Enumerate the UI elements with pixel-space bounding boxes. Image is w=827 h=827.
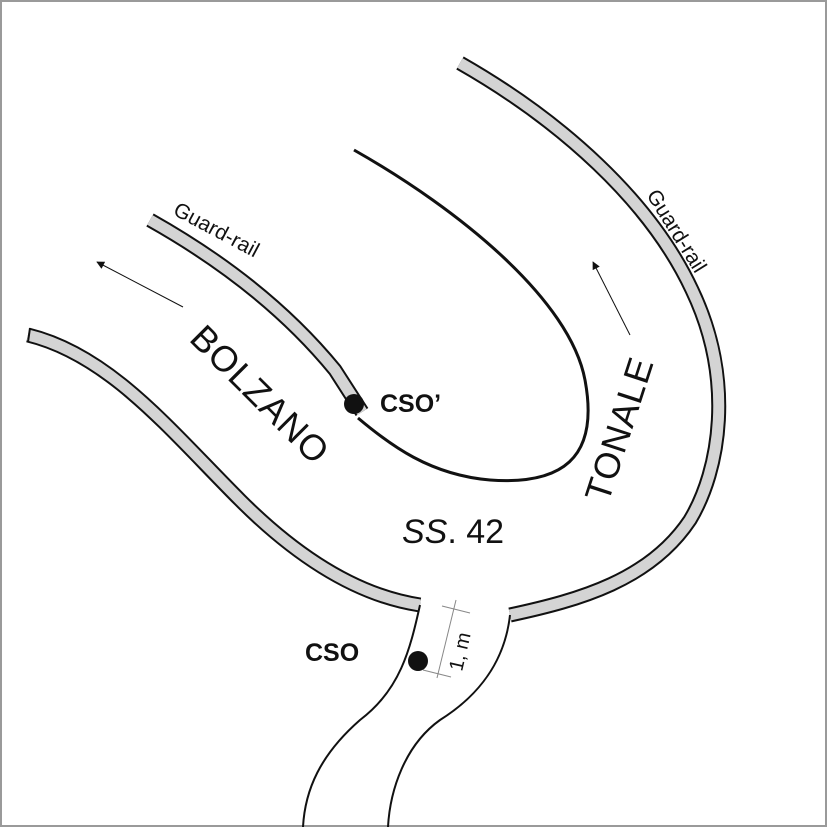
- guard-rail-outer-left: [26, 327, 422, 613]
- dimension-marker: [422, 599, 471, 679]
- side-road-right-edge: [387, 614, 511, 827]
- cso-prime-point: [344, 394, 364, 414]
- guard-rail-inner: [146, 213, 369, 417]
- tonale-direction-arrow: [592, 261, 631, 336]
- road-name-suffix: . 42: [447, 513, 504, 551]
- inner-road-edge: [353, 148, 590, 483]
- road-name-label: SS. 42: [402, 513, 504, 551]
- guard-rail-outer-right: [456, 56, 727, 623]
- cso-point: [408, 651, 428, 671]
- cso-label: CSO: [305, 639, 359, 667]
- road-name-prefix: SS: [402, 513, 448, 551]
- bolzano-direction-arrow: [96, 261, 184, 308]
- tonale-label: TONALE: [577, 352, 662, 507]
- cso-prime-label: CSO’: [380, 390, 441, 418]
- dimension-label: 1, m: [445, 630, 475, 673]
- side-road-left-edge: [302, 604, 421, 827]
